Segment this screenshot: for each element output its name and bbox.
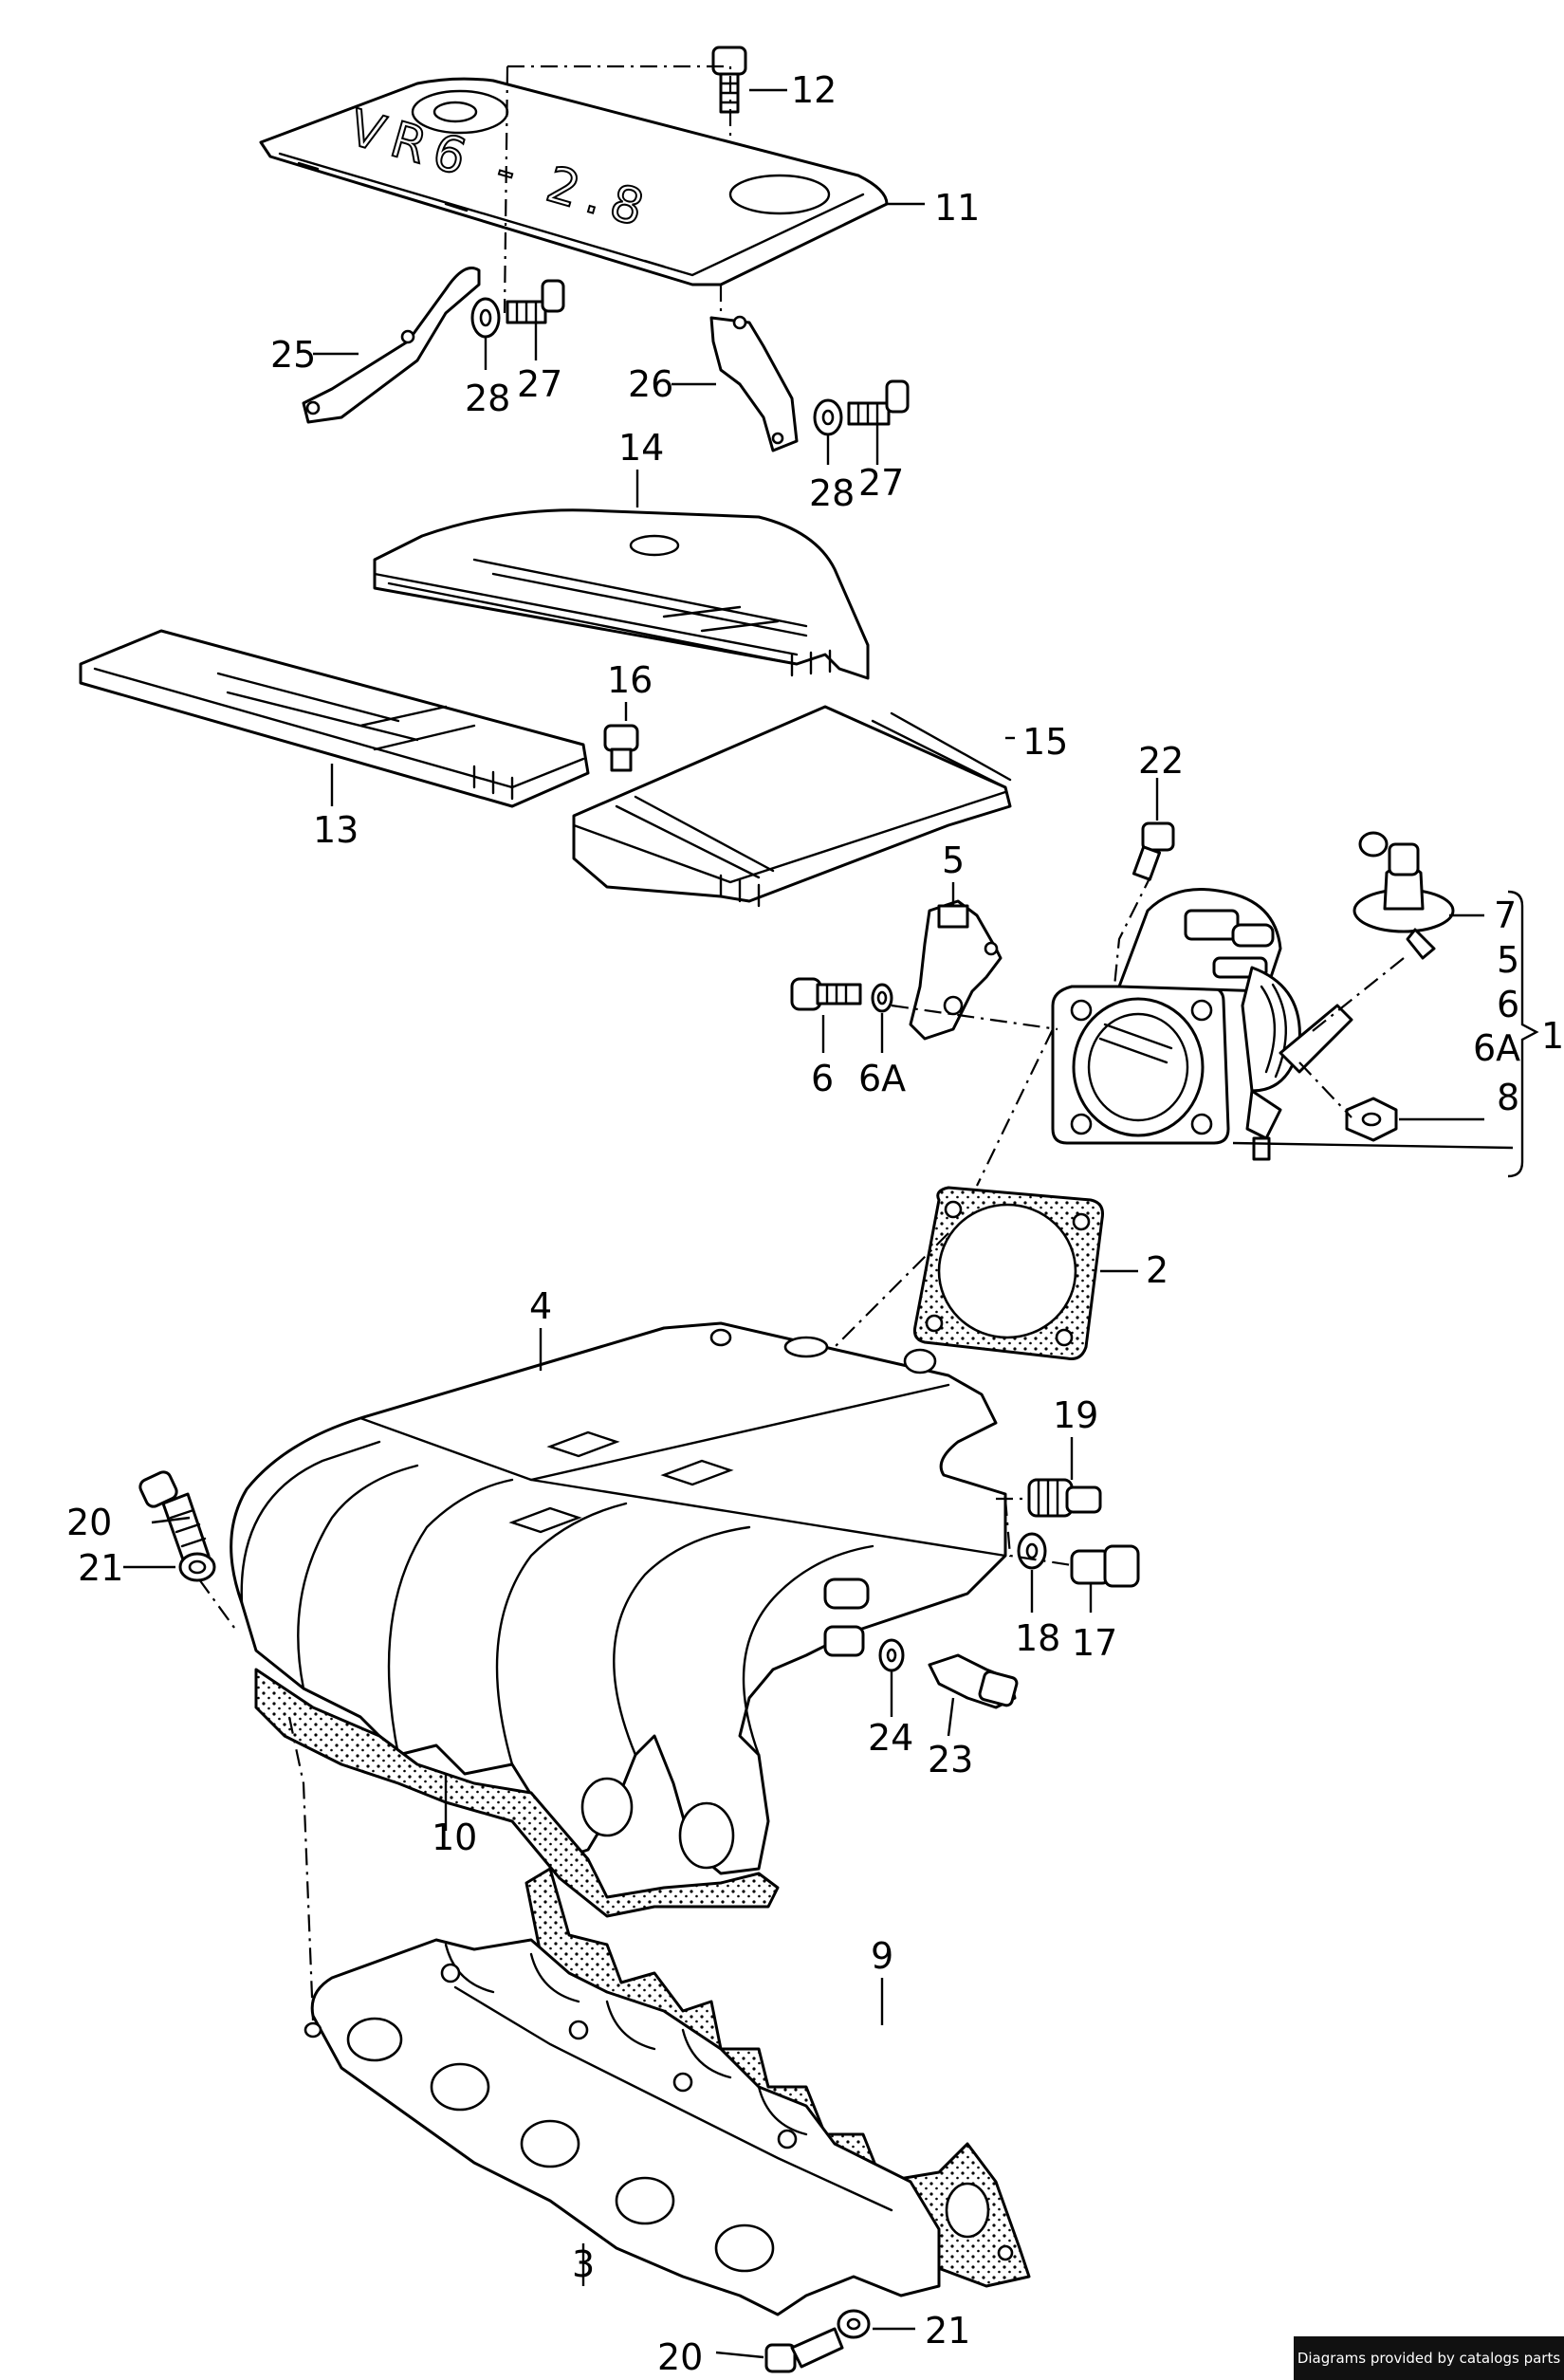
washer-28a: [470, 297, 501, 339]
label-8: 8: [1497, 1077, 1519, 1118]
nut-8: [1345, 1097, 1398, 1142]
washer-18: [1017, 1532, 1047, 1570]
bolt-22: [1132, 821, 1175, 881]
label-2: 2: [1146, 1249, 1168, 1291]
label-24: 24: [868, 1717, 913, 1759]
bracket-25: [302, 267, 481, 424]
plug-19: [1027, 1478, 1102, 1518]
label-19: 19: [1053, 1394, 1098, 1436]
leader-lines: [123, 88, 1514, 2359]
label-15: 15: [1022, 721, 1068, 763]
bolt-16: [603, 724, 639, 772]
axis-line-8: [1298, 1061, 1352, 1118]
washer-6A: [871, 983, 893, 1013]
actuator-7: [1352, 831, 1455, 960]
bolt-20a: [138, 1470, 211, 1567]
label-20b: 20: [657, 2336, 703, 2378]
label-27a: 27: [517, 363, 562, 405]
label-22: 22: [1138, 740, 1184, 782]
axis-line-20: [198, 1578, 315, 2021]
washer-24: [878, 1638, 905, 1672]
part-number-labels: 12 11 25 28 27 26 28 27 14 13 16 15 22 5…: [66, 69, 1564, 2378]
label-28a: 28: [465, 378, 510, 419]
cover-14: [373, 508, 870, 680]
axis-line-17: [1003, 1498, 1073, 1567]
label-5b: 5: [1497, 939, 1519, 981]
rail-13: [79, 629, 590, 808]
label-20a: 20: [66, 1502, 112, 1543]
sensor-5: [909, 899, 1003, 1041]
label-16: 16: [607, 659, 653, 701]
label-23: 23: [928, 1739, 973, 1780]
label-5a: 5: [942, 839, 965, 881]
axis-line-7: [1308, 957, 1405, 1035]
screw-6: [790, 977, 862, 1011]
label-21a: 21: [78, 1547, 123, 1589]
label-1: 1: [1541, 1015, 1564, 1057]
bracket-1: [1507, 890, 1539, 1178]
label-28b: 28: [809, 472, 855, 514]
throttle-body: [1051, 888, 1353, 1161]
label-6a: 6: [811, 1058, 834, 1099]
label-17: 17: [1072, 1622, 1117, 1664]
credit-badge: Diagrams provided by catalogs parts: [1294, 2336, 1564, 2380]
bolt-27b: [847, 379, 910, 426]
axis-line-2: [976, 1028, 1054, 1187]
label-10: 10: [432, 1817, 477, 1858]
label-11: 11: [934, 187, 980, 229]
label-14: 14: [618, 427, 664, 469]
washer-28b: [813, 398, 843, 436]
label-12: 12: [791, 69, 837, 111]
label-9: 9: [871, 1935, 893, 1977]
lower-manifold: [304, 1938, 941, 2316]
bolt-27a: [506, 279, 565, 324]
axis-line-2b: [824, 1232, 949, 1357]
sensor-23: [928, 1653, 1019, 1709]
label-27b: 27: [858, 462, 904, 504]
washer-21a: [178, 1552, 216, 1582]
axis-line-22: [1113, 872, 1153, 987]
axis-line-12: [507, 65, 732, 138]
label-18: 18: [1015, 1617, 1060, 1659]
gasket-2: [913, 1186, 1104, 1360]
washer-21b: [837, 2309, 871, 2339]
label-7: 7: [1494, 895, 1517, 936]
label-21b: 21: [925, 2310, 970, 2352]
rail-15: [572, 705, 1012, 908]
label-13: 13: [313, 809, 359, 851]
label-6b: 6: [1497, 984, 1519, 1025]
label-6Ab: 6A: [1473, 1027, 1520, 1069]
bracket-26: [709, 315, 799, 452]
label-26: 26: [628, 363, 673, 405]
plug-17: [1070, 1544, 1140, 1588]
bolt-20b: [764, 2327, 844, 2373]
axis-line-cover: [503, 65, 509, 314]
label-6Aa: 6A: [858, 1058, 906, 1099]
engine-cover: VR6 - 2.8: [259, 77, 889, 286]
label-25: 25: [270, 334, 316, 376]
intake-manifold-upper: [230, 1321, 1007, 1918]
label-4: 4: [529, 1285, 552, 1327]
axis-line-6: [891, 1004, 1058, 1031]
label-3: 3: [572, 2243, 595, 2285]
